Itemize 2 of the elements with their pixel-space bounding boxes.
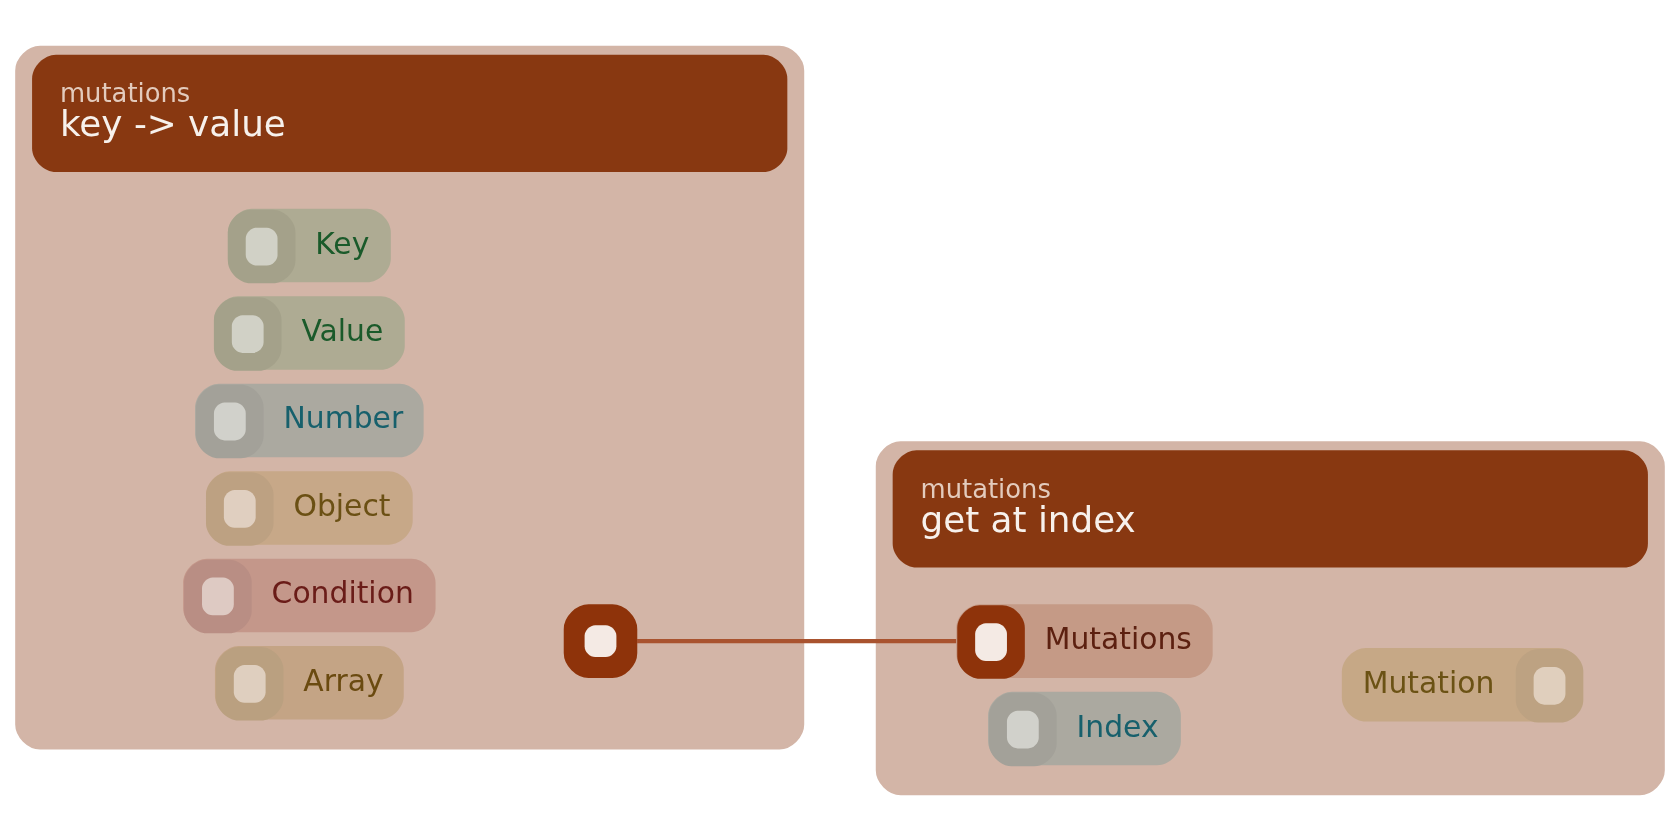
- node-box: [563, 603, 638, 678]
- connector: [637, 638, 957, 643]
